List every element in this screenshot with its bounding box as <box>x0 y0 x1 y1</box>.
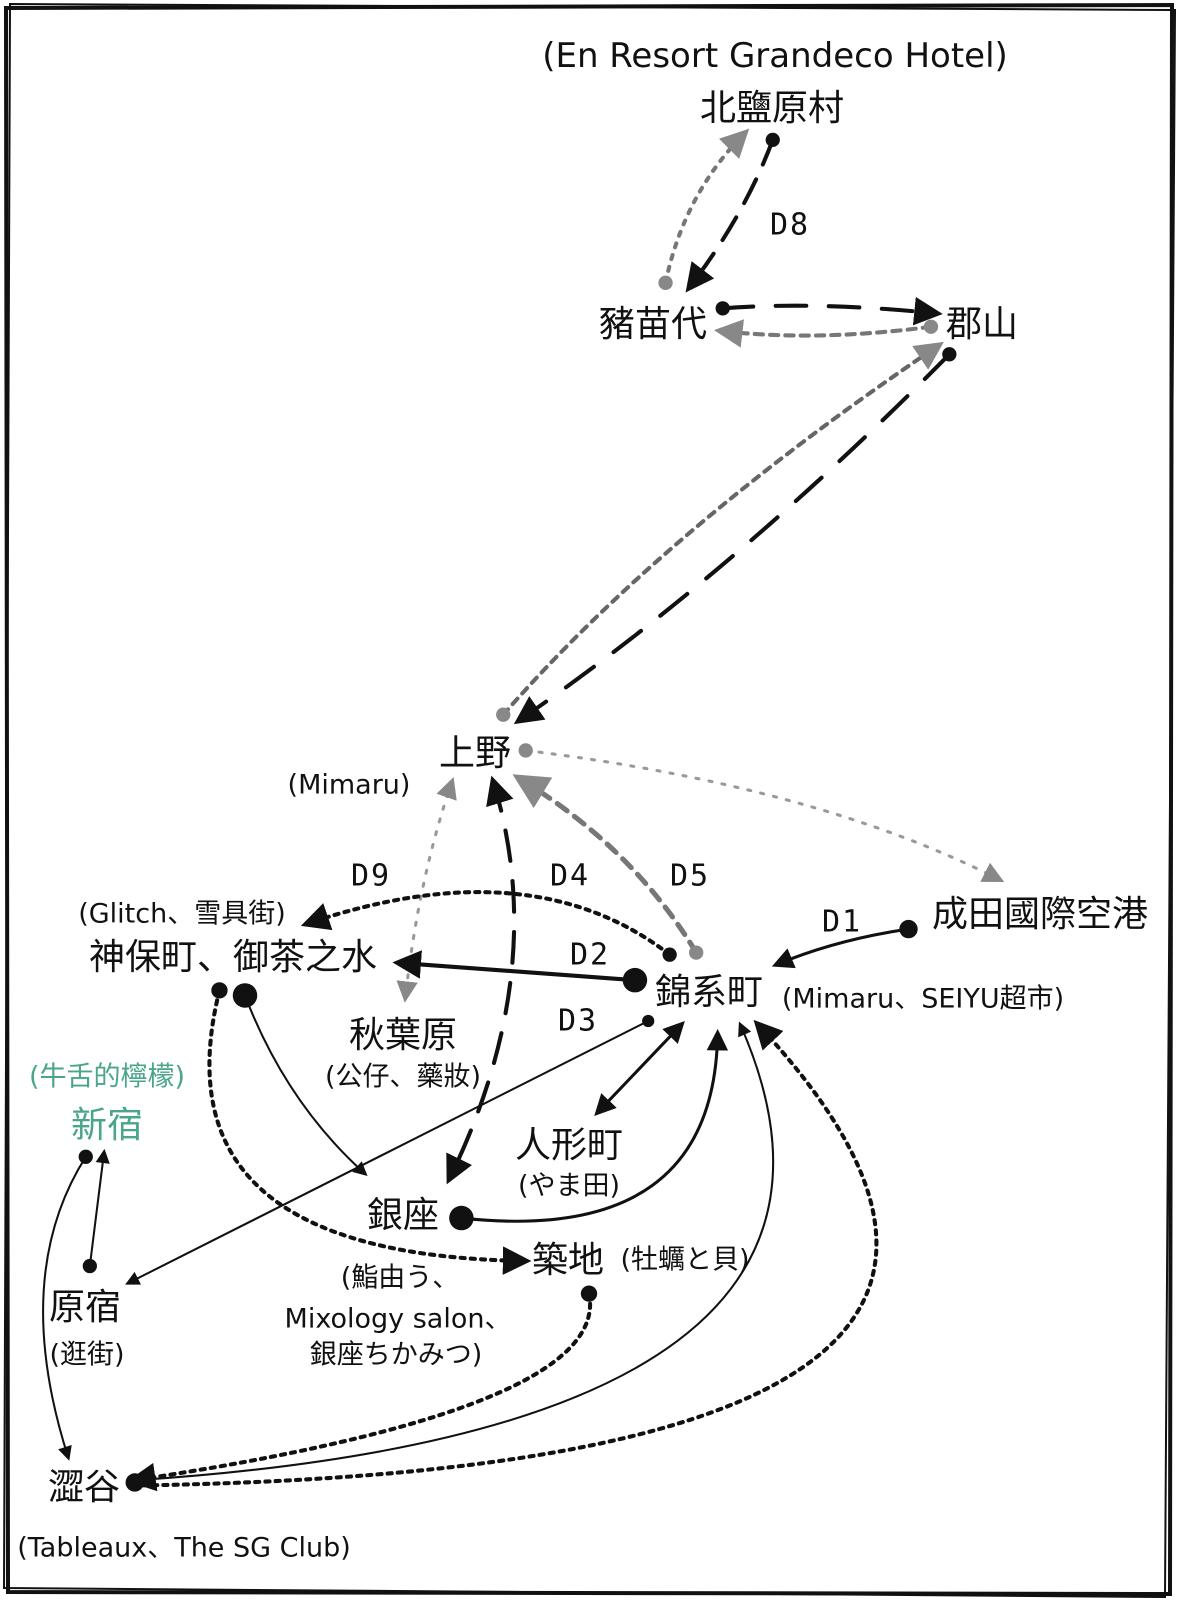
ginza-note-line3: 銀座ちかみつ) <box>309 1339 483 1371</box>
day-label-d1: D1 <box>821 904 863 940</box>
ueno-note: (Mimaru) <box>287 769 411 801</box>
jimbocho-note: (Glitch、雪具街) <box>78 898 286 930</box>
day-label-d3: D3 <box>557 1003 599 1039</box>
route-ginza-kinshicho <box>459 1028 729 1223</box>
narita-label: 成田國際空港 <box>931 894 1149 935</box>
route-d5-kinshicho-ueno <box>512 774 699 956</box>
koriyama-label: 郡山 <box>945 304 1019 345</box>
day-label-d2: D2 <box>569 937 611 973</box>
route-inawashiro-kitashiobara <box>663 128 750 285</box>
kitashiobara-label: 北鹽原村 <box>699 88 845 129</box>
inawashiro-label: 豬苗代 <box>598 304 708 345</box>
day-label-d9: D9 <box>350 858 392 894</box>
station-dots <box>78 132 957 1492</box>
route-koriyama-ueno <box>513 352 952 725</box>
route-d2-kinshicho-jimbocho <box>392 950 637 983</box>
ginza-note-line1: (鮨由う、 <box>340 1262 460 1294</box>
akihabara-note: (公仔、藥妝) <box>324 1061 482 1093</box>
ningyocho-note: (やま田) <box>517 1170 621 1202</box>
kitashiobara-note: (En Resort Grandeco Hotel) <box>542 36 1008 76</box>
kinshicho-label: 錦系町 <box>654 972 764 1013</box>
day-label-d8: D8 <box>769 207 811 243</box>
route-jimbocho-tsukiji <box>207 988 532 1275</box>
route-d3-kinshicho-harajuku <box>125 1019 650 1285</box>
route-ueno-akihabara <box>396 777 457 1003</box>
day-label-d5: D5 <box>669 858 711 894</box>
route-d4-ueno-ginza <box>446 775 517 1185</box>
route-kinshicho-ningyocho <box>594 1020 685 1116</box>
shibuya-note: (Tableaux、The SG Club) <box>17 1532 351 1564</box>
route-koriyama-inawashiro <box>713 319 934 348</box>
route-shinjuku-shibuya <box>42 1155 87 1461</box>
shinjuku-label: 新宿 <box>70 1105 144 1146</box>
route-d9-kinshicho-jimbocho <box>300 890 672 957</box>
kinshicho-note: (Mimaru、SEIYU超市) <box>781 983 1065 1015</box>
harajuku-note: (逛街) <box>49 1339 125 1371</box>
ueno-label: 上野 <box>438 733 512 774</box>
ningyocho-label: 人形町 <box>514 1125 624 1166</box>
harajuku-label: 原宿 <box>48 1287 122 1328</box>
ginza-label: 銀座 <box>366 1195 440 1236</box>
tsukiji-note: (牡蠣と貝) <box>620 1244 750 1276</box>
route-inawashiro-koriyama <box>720 296 943 326</box>
shinjuku-note: (牛舌的檸檬) <box>28 1061 186 1093</box>
route-jimbocho-ginza <box>243 994 368 1177</box>
route-shibuya-kinshicho-dotted <box>130 1019 879 1488</box>
ginza-note-line2: Mixology salon、 <box>284 1303 512 1335</box>
day-label-d4: D4 <box>549 858 591 894</box>
route-ueno-narita <box>524 748 1005 883</box>
shibuya-label: 澀谷 <box>47 1467 121 1508</box>
route-d8-kitashiobara-inawashiro <box>685 137 775 293</box>
route-tsukiji-shibuya <box>127 1291 593 1492</box>
tsukiji-label: 築地 <box>531 1240 605 1281</box>
route-harajuku-shinjuku <box>88 1148 110 1268</box>
route-d1-narita-kinshicho <box>771 927 911 969</box>
akihabara-label: 秋葉原 <box>348 1015 458 1056</box>
route-shibuya-kinshicho <box>131 1021 775 1482</box>
route-ueno-koriyama <box>501 341 944 717</box>
jimbocho-label: 神保町、御茶之水 <box>88 937 378 978</box>
